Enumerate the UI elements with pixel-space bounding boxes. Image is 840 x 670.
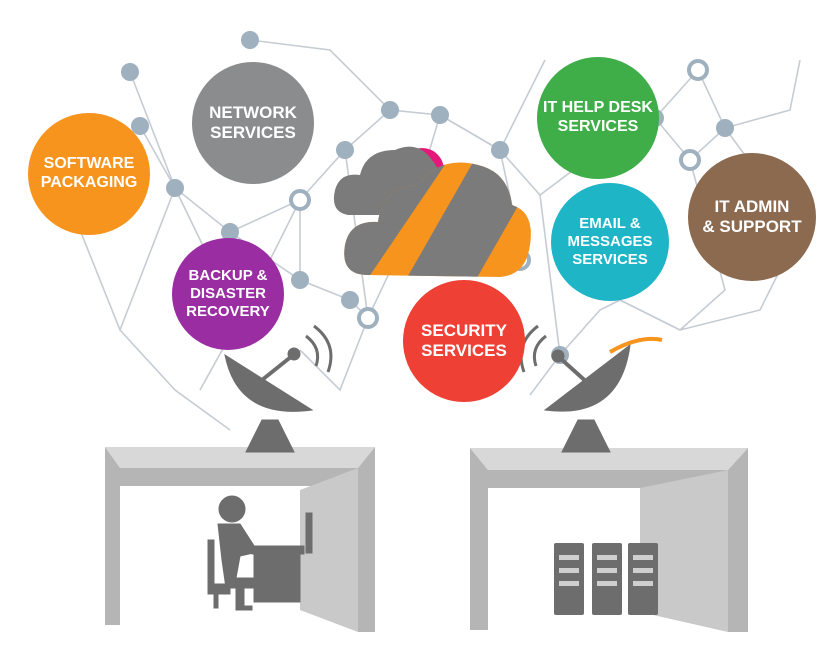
server-slot	[597, 568, 617, 573]
service-software-packaging: SOFTWARE PACKAGING	[28, 113, 150, 235]
server-unit	[554, 543, 584, 615]
network-node-icon	[381, 101, 399, 119]
network-mesh	[79, 39, 801, 431]
network-node-icon	[121, 63, 139, 81]
satellite-dish-icon	[519, 324, 663, 453]
server-slot	[597, 581, 617, 586]
service-label: NETWORK SERVICES	[209, 102, 297, 142]
network-node-icon	[357, 307, 379, 329]
server-unit	[628, 543, 658, 615]
network-node-icon	[491, 141, 509, 159]
server-unit	[592, 543, 622, 615]
cloud-icon	[333, 146, 531, 277]
office-worker-icon	[207, 495, 313, 611]
network-node-icon	[679, 149, 701, 171]
service-it-help-desk: IT HELP DESK SERVICES	[537, 57, 659, 179]
server-slot	[559, 568, 579, 573]
service-it-admin-support: IT ADMIN & SUPPORT	[688, 153, 816, 281]
satellite-dish-icon	[224, 324, 333, 453]
network-node-icon	[221, 223, 239, 241]
network-node-icon	[289, 189, 311, 211]
service-email-messages: EMAIL & MESSAGES SERVICES	[551, 183, 669, 301]
service-label: BACKUP & DISASTER RECOVERY	[186, 267, 270, 320]
service-label: IT HELP DESK SERVICES	[543, 99, 653, 135]
network-node-icon	[166, 179, 184, 197]
server-slot	[633, 568, 653, 573]
network-node-icon	[291, 271, 309, 289]
network-node-icon	[716, 119, 734, 137]
network-node-icon	[431, 106, 449, 124]
server-slot	[559, 581, 579, 586]
network-node-icon	[341, 291, 359, 309]
service-network-services: NETWORK SERVICES	[192, 62, 314, 184]
server-rack-icon	[554, 543, 658, 615]
network-node-icon	[241, 31, 259, 49]
server-slot	[597, 555, 617, 560]
server-slot	[633, 581, 653, 586]
network-node-icon	[687, 59, 709, 81]
service-label: SOFTWARE PACKAGING	[40, 155, 138, 191]
service-security-services: SECURITY SERVICES	[403, 280, 525, 402]
server-slot	[559, 555, 579, 560]
network-node-icon	[336, 141, 354, 159]
service-label: EMAIL & MESSAGES SERVICES	[567, 215, 653, 268]
service-label: IT ADMIN & SUPPORT	[702, 196, 802, 236]
server-slot	[633, 555, 653, 560]
network-node-icon	[131, 117, 149, 135]
service-label: SECURITY SERVICES	[421, 320, 507, 360]
service-backup-disaster-recovery: BACKUP & DISASTER RECOVERY	[172, 238, 284, 350]
